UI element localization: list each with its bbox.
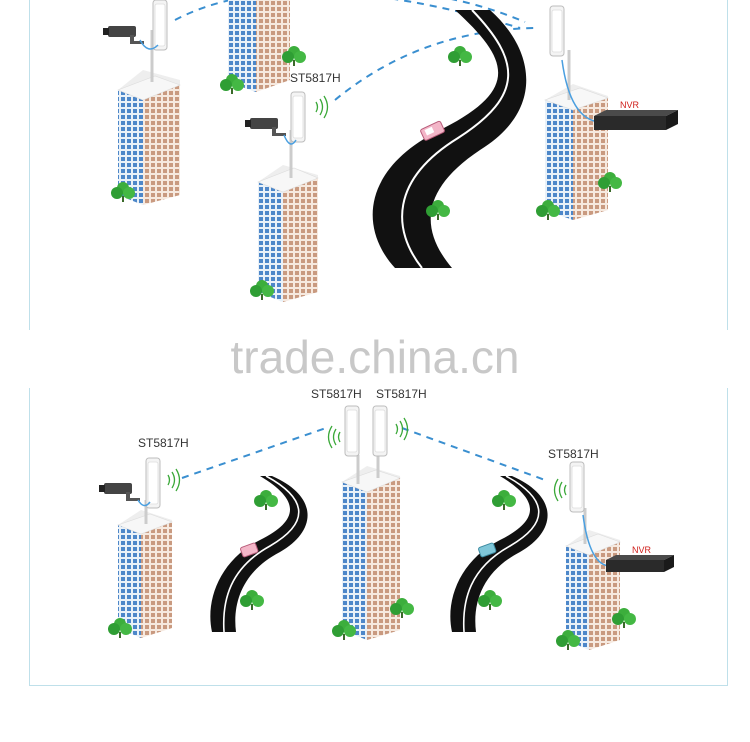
bottom-left-cable	[137, 499, 151, 507]
top-left-cable	[139, 39, 159, 50]
frame-top-left-border	[29, 0, 30, 330]
bottom-left-camera-icon	[99, 483, 140, 501]
bottom-right-road-tree1-icon	[492, 490, 516, 510]
top-mid-building	[257, 165, 319, 302]
top-mid-radio	[290, 91, 306, 143]
bottom-right-wifi-icon	[553, 478, 567, 502]
bottom-left-road-tree2-icon	[240, 590, 264, 610]
bottom-scene: ST5817H ST5817H ST5817H	[99, 387, 674, 650]
top-nvr-label: NVR	[620, 100, 640, 110]
top-right-radio	[549, 5, 565, 57]
top-scene: ST5817H	[103, 0, 678, 302]
bottom-left-building	[117, 510, 173, 638]
top-mid-device-label: ST5817H	[290, 71, 341, 85]
bottom-center-left-wifi-icon	[327, 425, 341, 449]
bottom-center-left-device-label: ST5817H	[311, 387, 362, 401]
top-car	[420, 120, 445, 141]
top-left-radio	[152, 0, 168, 51]
bottom-link-left	[181, 427, 327, 479]
bottom-nvr-device	[606, 555, 674, 572]
bottom-right-radio	[569, 461, 585, 513]
top-road-stripe	[401, 9, 510, 269]
bottom-link-right	[401, 427, 546, 481]
bottom-left-car	[240, 542, 259, 558]
top-left-camera-icon	[103, 26, 144, 44]
bottom-right-device-label: ST5817H	[548, 447, 599, 461]
bottom-center-right-device-label: ST5817H	[376, 387, 427, 401]
bottom-center-building	[341, 466, 401, 640]
bottom-center-left-radio	[344, 405, 360, 457]
frame-bottom-left-border	[29, 388, 30, 686]
top-link-mid-to-center	[334, 27, 536, 101]
frame-top-right-border	[727, 0, 728, 330]
bottom-left-road	[210, 476, 308, 632]
top-nvr-device	[594, 110, 678, 130]
bottom-right-road	[450, 476, 548, 632]
top-left-building	[117, 70, 181, 205]
top-mid-cable	[283, 134, 297, 145]
bottom-center-right-radio	[372, 405, 388, 457]
bottom-right-road-stripe	[462, 475, 540, 633]
top-road	[372, 10, 527, 268]
bottom-right-road-tree2-icon	[478, 590, 502, 610]
bottom-right-building	[565, 530, 621, 650]
top-mid-camera-icon	[245, 118, 286, 136]
bottom-nvr-label: NVR	[632, 545, 652, 555]
frame-bottom-right-border	[727, 388, 728, 686]
top-right-building	[544, 84, 609, 220]
top-link-building-to-center	[269, 0, 526, 23]
bottom-left-road-stripe	[222, 475, 300, 633]
top-road-tree1-icon	[448, 46, 472, 66]
bottom-left-road-tree1-icon	[254, 490, 278, 510]
bottom-left-radio	[145, 457, 161, 509]
top-upper-building	[228, 0, 290, 92]
bottom-left-device-label: ST5817H	[138, 436, 189, 450]
bottom-right-car	[478, 542, 497, 558]
watermark: trade.china.cn	[230, 331, 520, 383]
bottom-left-wifi-icon	[167, 468, 181, 492]
top-mid-wifi-icon	[315, 95, 329, 119]
frame-bottom-border	[29, 685, 728, 686]
